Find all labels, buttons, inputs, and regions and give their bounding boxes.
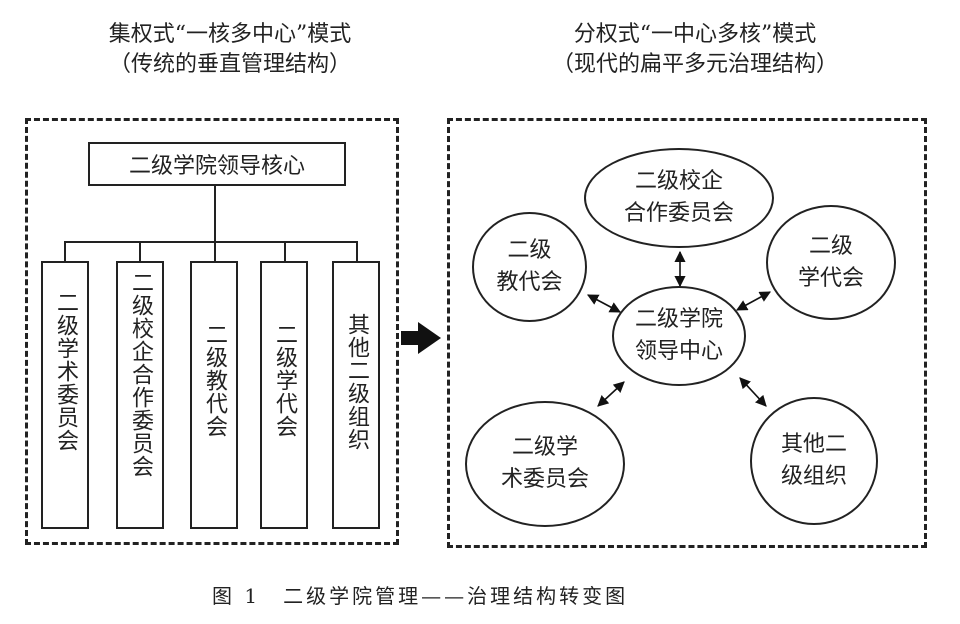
link-center-lower-left (597, 381, 625, 407)
left-title: 集权式“一核多中心”模式 （传统的垂直管理结构） (40, 20, 420, 80)
node-center: 二级学院 领导中心 (612, 286, 746, 386)
column-label-5: 其他二级组织 (344, 313, 369, 451)
node-top-label: 二级校企 合作委员会 (623, 169, 734, 226)
left-core-label: 二级学院领导核心 (128, 154, 305, 179)
connector-trunk (214, 186, 216, 241)
node-lower-left-label: 二级学 术委员会 (500, 435, 589, 492)
column-label-3: 二级教代会 (202, 323, 227, 438)
connector-bus (64, 241, 358, 243)
column-box-4: 二级学代会 (260, 261, 308, 529)
right-title: 分权式“一中心多核”模式 （现代的扁平多元治理结构） (470, 20, 920, 80)
left-core-box: 二级学院领导核心 (88, 142, 346, 186)
node-upper-left-label: 二级 教代会 (496, 238, 563, 295)
node-upper-left: 二级 教代会 (472, 212, 587, 322)
link-center-upper-left (587, 294, 621, 313)
connector-drop-2 (139, 241, 141, 261)
connector-drop-5 (356, 241, 358, 261)
right-title-line1: 分权式“一中心多核”模式 (573, 22, 817, 47)
column-box-5: 其他二级组织 (332, 261, 380, 529)
column-box-1: 二级学术委员会 (41, 261, 89, 529)
connector-drop-1 (64, 241, 66, 261)
node-center-label: 二级学院 领导中心 (634, 307, 723, 364)
column-box-3: 二级教代会 (190, 261, 238, 529)
column-label-4: 二级学代会 (272, 323, 297, 438)
node-lower-right-label: 其他二 级组织 (780, 432, 847, 489)
connector-drop-3 (214, 241, 216, 261)
column-label-2: 二级校企合作委员会 (128, 271, 153, 478)
node-upper-right: 二级 学代会 (766, 205, 896, 320)
left-title-line1: 集权式“一核多中心”模式 (108, 22, 352, 47)
connector-drop-4 (284, 241, 286, 261)
node-upper-right-label: 二级 学代会 (797, 233, 864, 291)
link-center-lower-right (739, 377, 767, 407)
link-center-upper-right (736, 291, 771, 311)
node-lower-right: 其他二 级组织 (750, 397, 878, 525)
left-diagram-frame (25, 118, 399, 545)
right-title-line2: （现代的扁平多元治理结构） (551, 52, 838, 77)
figure-caption: 图 1 二级学院管理——治理结构转变图 (212, 584, 629, 608)
node-lower-left: 二级学 术委员会 (465, 401, 625, 527)
node-top: 二级校企 合作委员会 (584, 148, 774, 248)
column-box-2: 二级校企合作委员会 (116, 261, 164, 529)
right-arrow-icon (401, 322, 441, 354)
left-title-line2: （传统的垂直管理结构） (108, 52, 351, 77)
right-diagram-frame (447, 118, 927, 548)
column-label-1: 二级学术委员会 (53, 291, 78, 452)
